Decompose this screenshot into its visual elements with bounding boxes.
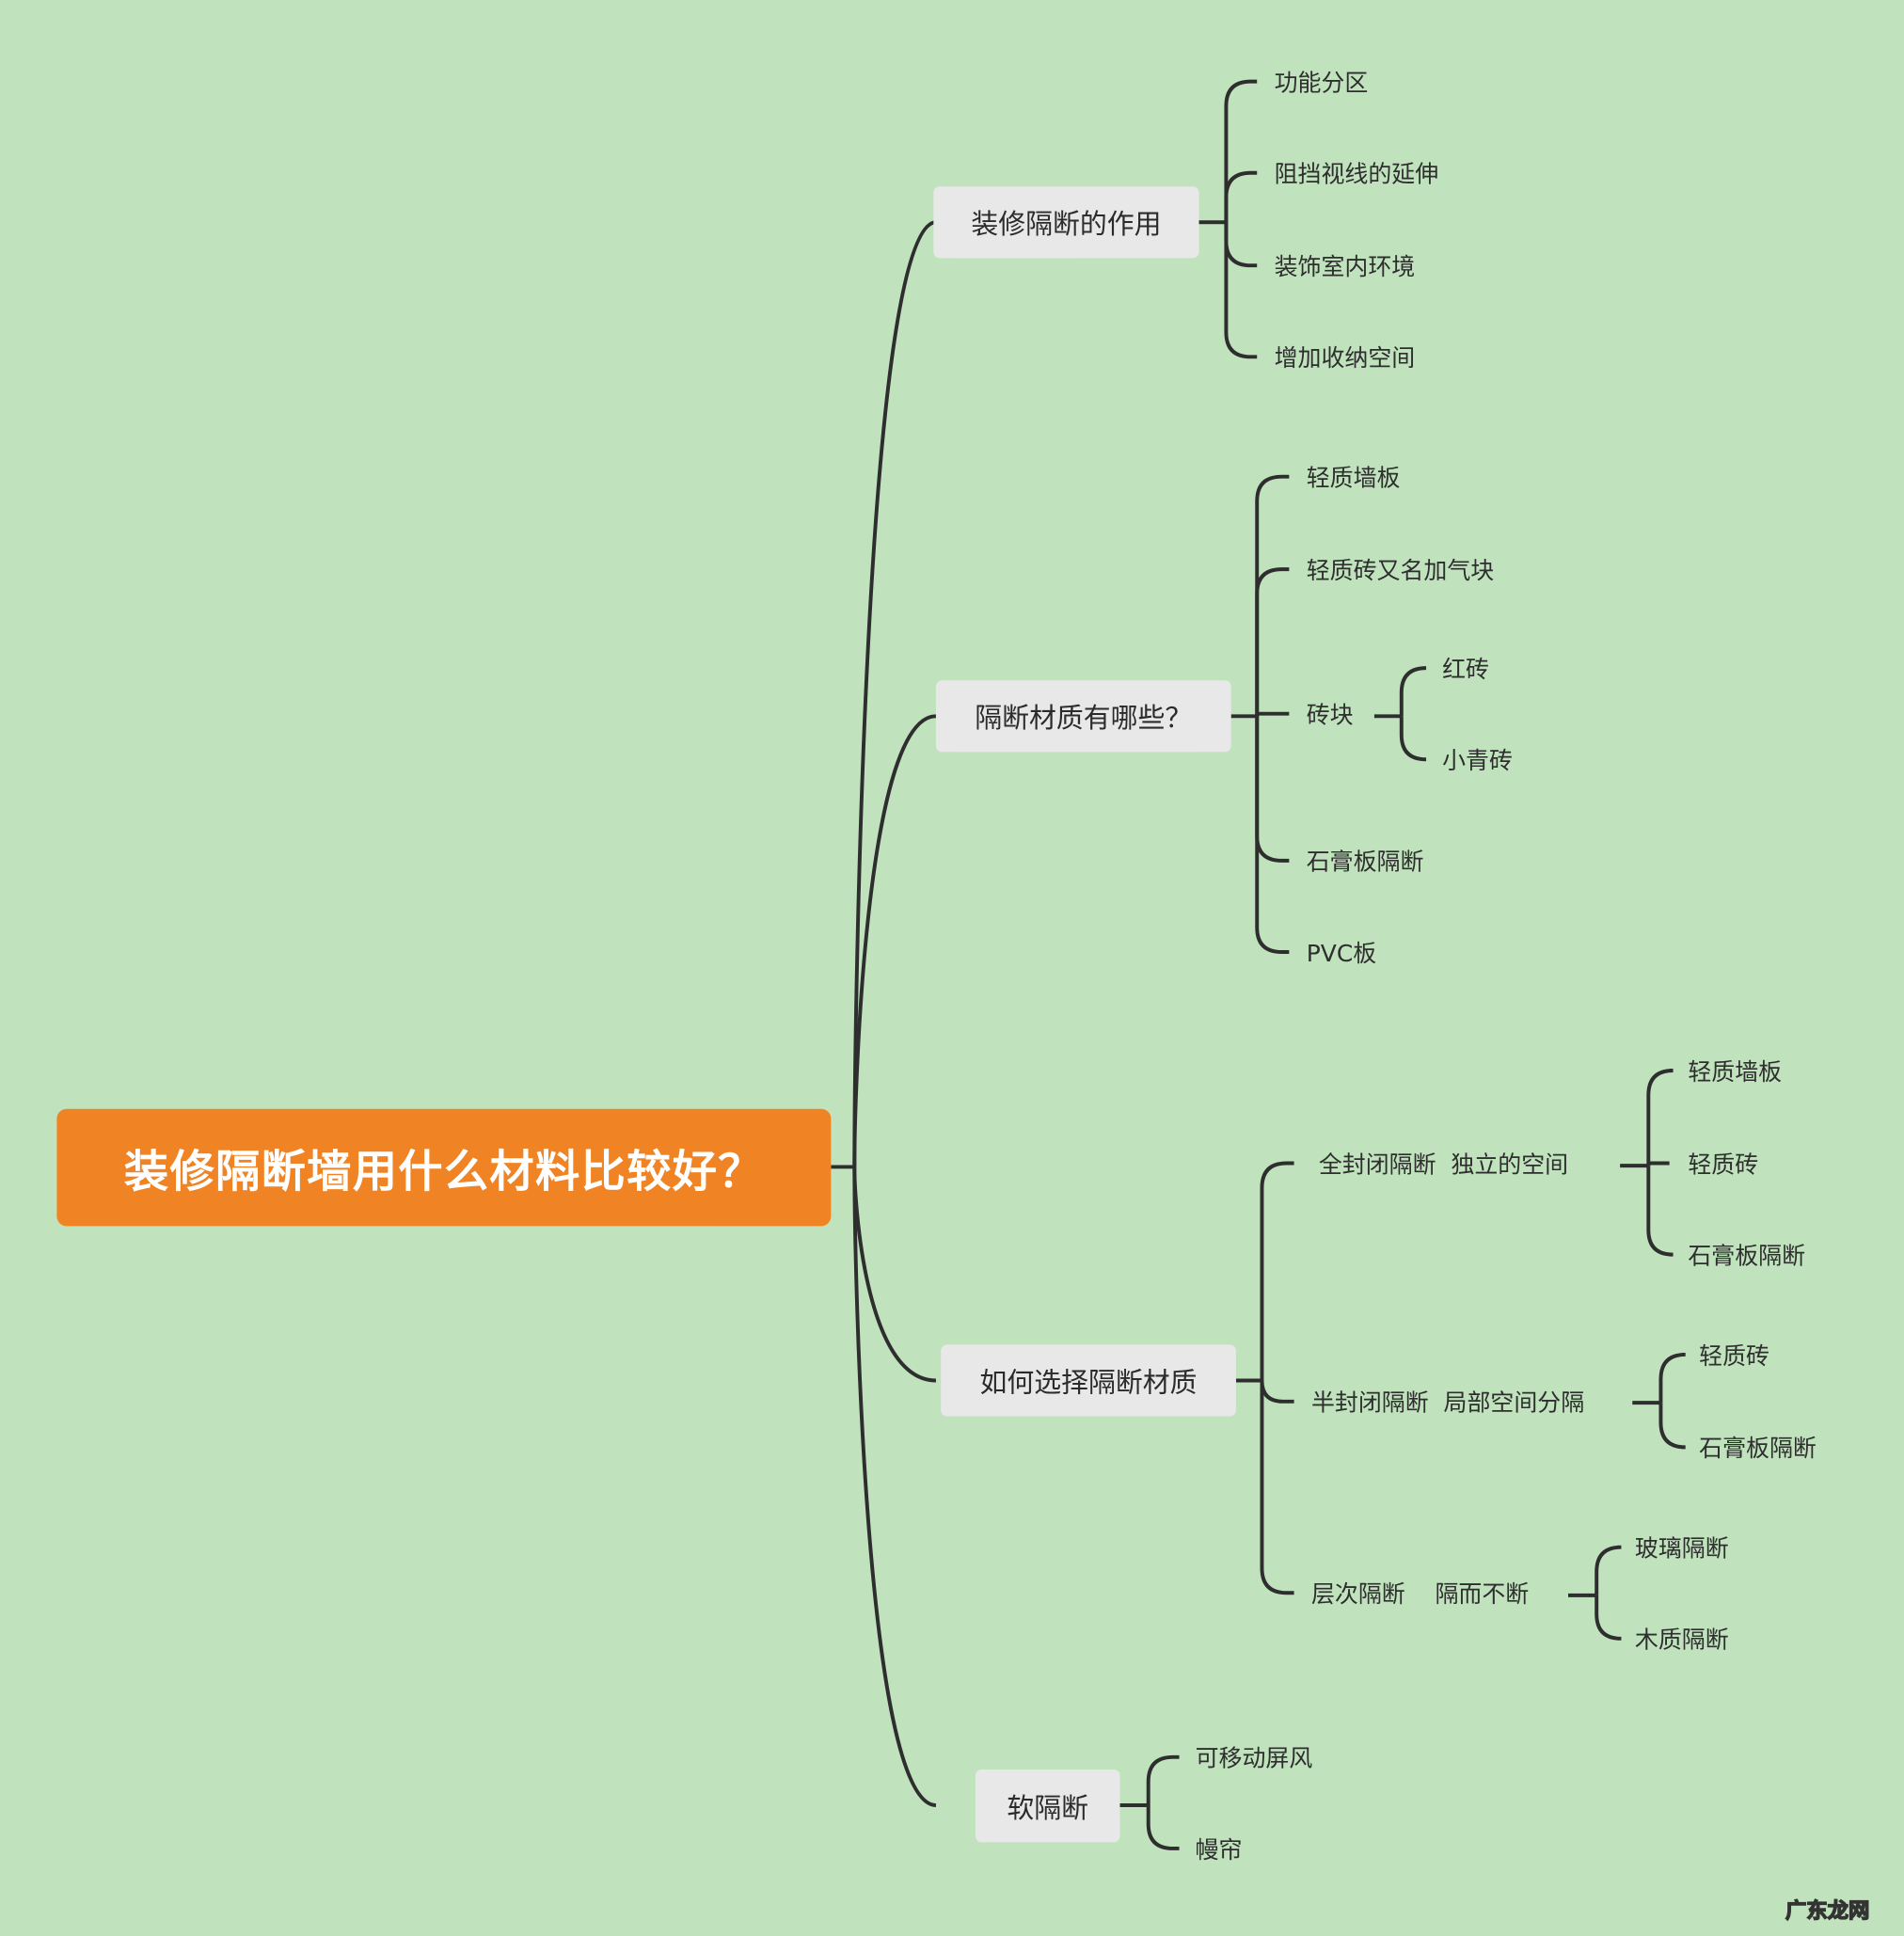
leaf: 半封闭隔断 局部空间分隔 bbox=[1310, 1389, 1585, 1418]
leaf: 轻质墙板 bbox=[1306, 465, 1401, 493]
connector bbox=[1255, 567, 1290, 717]
leaf: 石膏板隔断 bbox=[1306, 849, 1424, 877]
leaf: 可移动屏风 bbox=[1195, 1745, 1313, 1773]
connector bbox=[1658, 1403, 1686, 1450]
leaf: 装饰室内环境 bbox=[1274, 253, 1416, 281]
connector bbox=[1255, 474, 1290, 717]
connector bbox=[1260, 1161, 1294, 1381]
connector bbox=[1146, 1754, 1180, 1806]
leaf: 幔帘 bbox=[1195, 1836, 1243, 1865]
leaf: 阻挡视线的延伸 bbox=[1274, 161, 1439, 189]
leaf: 石膏板隔断 bbox=[1699, 1435, 1817, 1463]
connector bbox=[1646, 1161, 1670, 1166]
watermark-logo: 广东龙网 bbox=[1785, 1898, 1870, 1925]
connector bbox=[852, 1166, 937, 1383]
leaf: 功能分区 bbox=[1274, 70, 1369, 98]
leaf: 层次隔断 隔而不断 bbox=[1310, 1580, 1530, 1609]
leaf: 增加收纳空间 bbox=[1274, 344, 1416, 373]
connector bbox=[1260, 1380, 1294, 1595]
leaf: 轻质砖 bbox=[1699, 1342, 1769, 1371]
root-node: 装修隔断墙用什么材料比较好？ bbox=[56, 1108, 832, 1227]
connector bbox=[1646, 1166, 1674, 1257]
connector bbox=[852, 714, 937, 1167]
connector bbox=[1595, 1545, 1622, 1595]
leaf: 小青砖 bbox=[1442, 747, 1513, 775]
leaf: 砖块 bbox=[1306, 702, 1354, 730]
leaf: 石膏板隔断 bbox=[1688, 1243, 1806, 1271]
branch-purpose: 装修隔断的作用 bbox=[933, 186, 1199, 259]
leaf: 轻质砖又名加气块 bbox=[1306, 557, 1495, 585]
leaf: 轻质砖 bbox=[1688, 1150, 1759, 1179]
leaf: 木质隔断 bbox=[1634, 1627, 1729, 1655]
branch-materials: 隔断材质有哪些？ bbox=[935, 680, 1231, 753]
branch-soft: 软隔断 bbox=[975, 1769, 1120, 1843]
connector bbox=[852, 220, 937, 1167]
connector bbox=[1224, 170, 1258, 223]
connector bbox=[1255, 716, 1290, 954]
connector bbox=[1224, 222, 1258, 359]
connector bbox=[1646, 1069, 1674, 1166]
connector bbox=[1224, 222, 1258, 268]
connector bbox=[1399, 666, 1427, 717]
branch-choose: 如何选择隔断材质 bbox=[941, 1344, 1236, 1417]
connector bbox=[1255, 716, 1290, 863]
leaf: 全封闭隔断 独立的空间 bbox=[1318, 1150, 1569, 1179]
connector bbox=[1658, 1352, 1686, 1404]
connector bbox=[1224, 79, 1258, 223]
connector bbox=[852, 1166, 937, 1807]
connector bbox=[1255, 711, 1290, 717]
connector bbox=[1146, 1805, 1180, 1850]
leaf: 轻质墙板 bbox=[1688, 1058, 1783, 1087]
connector bbox=[1595, 1595, 1622, 1641]
connector bbox=[1260, 1380, 1294, 1404]
leaf: PVC板 bbox=[1306, 940, 1377, 968]
connector bbox=[1399, 716, 1427, 762]
leaf: 红砖 bbox=[1442, 656, 1490, 684]
leaf: 玻璃隔断 bbox=[1634, 1535, 1729, 1563]
